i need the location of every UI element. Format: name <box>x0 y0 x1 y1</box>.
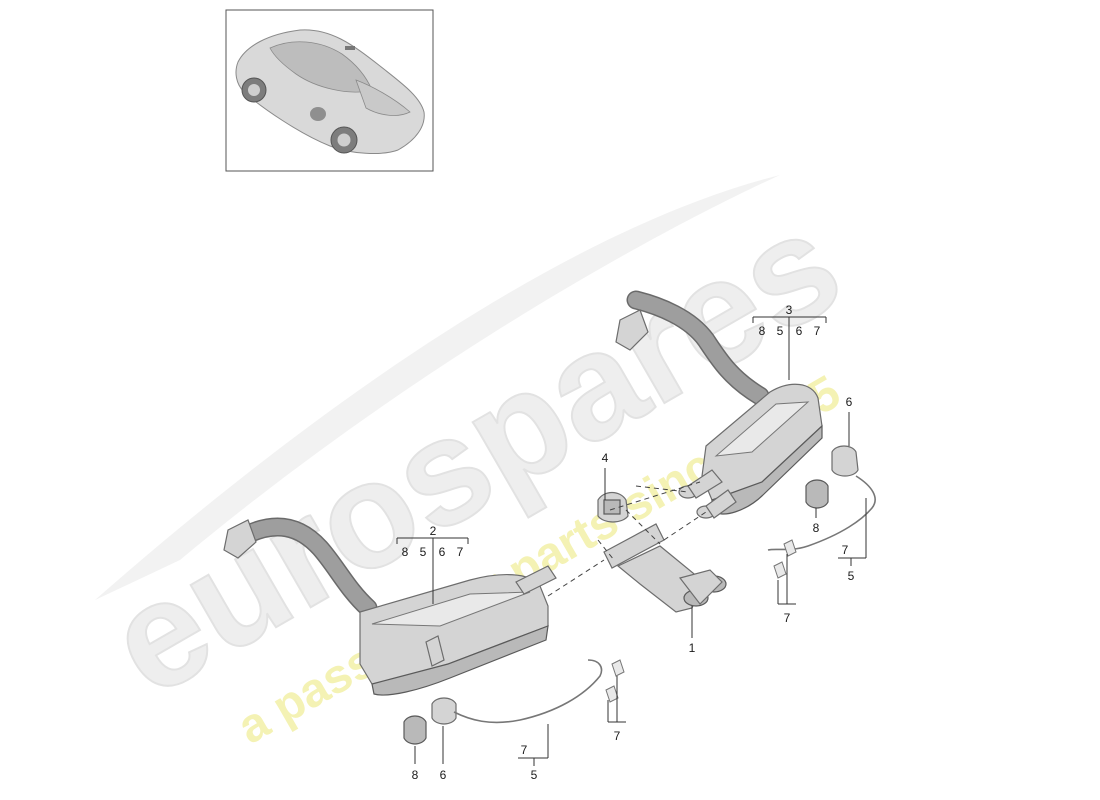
callout-6-bottom: 6 <box>440 768 447 782</box>
callout-7-left-sensor: 7 <box>614 729 621 743</box>
callout-3-subref-7: 7 <box>814 324 821 338</box>
car-overview-icon <box>235 29 425 154</box>
left-manifold-flange <box>223 519 257 559</box>
callout-3: 3 <box>786 303 793 317</box>
center-tailpipe <box>603 523 727 613</box>
callout-6-right: 6 <box>846 395 853 409</box>
right-grommet-8 <box>805 479 829 509</box>
callout-2-subref-8: 8 <box>402 545 409 559</box>
callout-2-subref-6: 6 <box>439 545 446 559</box>
clamp <box>597 491 629 523</box>
watermark-swoosh <box>95 175 780 600</box>
callout-8-right: 8 <box>813 521 820 535</box>
right-sensor-6 <box>831 445 859 477</box>
callout-labels: 1 2 8 5 6 7 3 8 5 6 7 4 6 8 7 5 7 7 7 5 … <box>402 303 855 782</box>
callout-3-subref-8: 8 <box>759 324 766 338</box>
callout-3-subref-6: 6 <box>796 324 803 338</box>
left-hanger-bracket <box>425 635 445 667</box>
callout-2-subref-7: 7 <box>457 545 464 559</box>
left-muffler-assembly <box>223 517 557 696</box>
left-sensor-group <box>403 659 625 745</box>
callout-5-right: 5 <box>848 569 855 583</box>
left-grommet-8 <box>403 715 427 745</box>
callout-2-subref-5: 5 <box>420 545 427 559</box>
right-manifold-flange <box>615 309 649 351</box>
callout-8-bottom: 8 <box>412 768 419 782</box>
left-outlet-pipe <box>515 565 557 595</box>
callout-7-right-sensor: 7 <box>784 611 791 625</box>
callout-4: 4 <box>602 451 609 465</box>
left-sensor-6 <box>431 697 457 725</box>
thumbnail-box <box>225 9 434 172</box>
right-sensor-group <box>767 445 876 579</box>
right-muffler-assembly <box>615 290 823 519</box>
assembly-lines <box>547 481 707 597</box>
callout-3-subref-5: 5 <box>777 324 784 338</box>
callout-7-right: 7 <box>842 543 849 557</box>
callout-5-bottom: 5 <box>531 768 538 782</box>
callout-leaders <box>396 316 867 766</box>
callout-2: 2 <box>430 524 437 538</box>
callout-7-bottom: 7 <box>521 743 528 757</box>
callout-1: 1 <box>689 641 696 655</box>
